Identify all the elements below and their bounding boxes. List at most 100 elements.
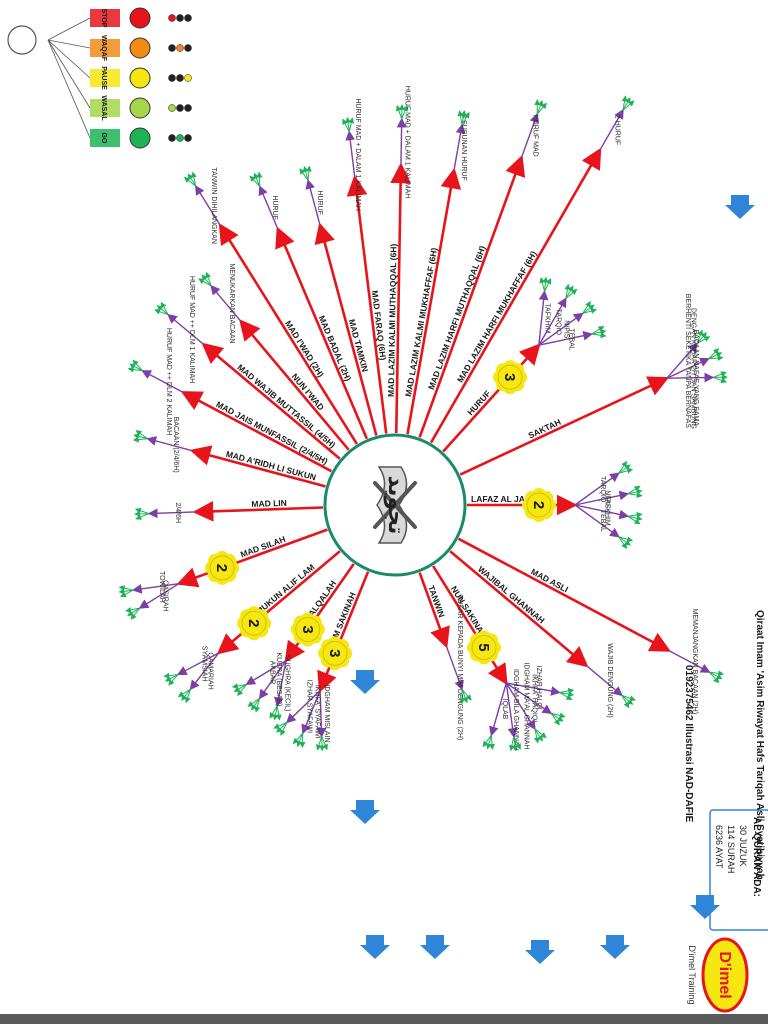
facts-item-0: 30 JUZUK: [738, 825, 748, 867]
leaf-arrow: [713, 372, 726, 377]
sub-label-t1-2[interactable]: BACAAN NAFAS YANG SAMA: [692, 330, 699, 427]
main-arrow-t22: [408, 170, 455, 434]
traffic-lamp-icon: [169, 45, 176, 52]
legend-connector: [48, 40, 90, 48]
sub-label-t11-1[interactable]: TOWILAH: [158, 571, 165, 603]
facts-item-1: 114 SURAH: [726, 825, 736, 873]
leaf-arrow: [158, 306, 169, 315]
bottom-bar: [0, 1014, 768, 1024]
leaf-arrow: [397, 106, 402, 119]
tajwid-hub[interactable]: تجويد: [325, 435, 465, 575]
traffic-lamp-icon: [177, 15, 184, 22]
sub-arrow-t21-0: [401, 119, 402, 165]
sub-arrow-t16-0: [211, 286, 241, 321]
blue-arrow-icon-4: [525, 940, 555, 964]
blue-arrow-icon-7: [350, 670, 380, 694]
blue-arrow-icon-5: [420, 935, 450, 959]
brand-logo: D'imel D'imel Training: [687, 939, 747, 1011]
traffic-light-icon-1: [130, 38, 150, 58]
facts-item-2: 6236 AYAT: [714, 825, 724, 869]
traffic-lamp-icon: [177, 45, 184, 52]
sub-arrow-t20-0: [349, 132, 355, 178]
brand-sub-text: D'imel Training: [687, 945, 697, 1004]
sub-label-t19-0[interactable]: HURUF: [316, 190, 323, 215]
leaf-arrow: [277, 706, 279, 720]
leaf-arrow: [709, 349, 719, 359]
traffic-light-icon-3: [130, 98, 150, 118]
sub-label-t13-0[interactable]: BACAAN (2/4/6H): [172, 417, 179, 473]
sub-label-t24-0[interactable]: 2 HURUF: [614, 115, 621, 145]
header-text: Qiraat Imam 'Asim Riwayat Hafs Tariqah A…: [754, 610, 765, 880]
legend-connector: [48, 40, 90, 78]
traffic-light-icon-4: [130, 128, 150, 148]
sub-label-t23-0[interactable]: HURUF MAD: [531, 115, 538, 157]
sub-label-t2-0[interactable]: TAFKHIM: [544, 303, 551, 333]
badge-t6: 5: [467, 630, 501, 664]
sub-label-t5-0[interactable]: WAJIB DENGUNG (2H): [606, 643, 613, 717]
sub-label-t8-0[interactable]: IDGHAM MISLAIN: [323, 684, 330, 742]
sub-arrow-t1-2: [667, 377, 713, 378]
sub-label-t9-2[interactable]: AKBAR: [268, 661, 275, 685]
topic-label-t19[interactable]: MAD TAMKIN: [347, 318, 371, 373]
leaf-arrow: [277, 722, 287, 732]
brand-logo-text: D'imel: [716, 951, 733, 998]
sub-label-t6-4[interactable]: IQLAB: [501, 699, 508, 720]
leaf-arrow: [713, 377, 726, 382]
badge-number-t2: 3: [501, 373, 518, 381]
leaf-arrow: [537, 101, 542, 114]
traffic-lamp-icon: [185, 105, 192, 112]
topic-label-t12[interactable]: MAD LIN: [251, 498, 287, 509]
sub-label-t18-0[interactable]: HURUF: [271, 195, 278, 220]
legend-label-4: GO: [100, 133, 107, 144]
traffic-lamp-icon: [185, 45, 192, 52]
badge-t3: 2: [522, 488, 556, 522]
leaf-arrow: [202, 275, 211, 286]
traffic-lamp-icon: [169, 15, 176, 22]
traffic-light-icon-0: [130, 8, 150, 28]
sub-label-t6-2[interactable]: IDGHAM MA'AL GHANNAH: [523, 662, 530, 749]
sub-label-t6-1[interactable]: IKHFA' HAQIQI: [531, 674, 538, 722]
traffic-lamp-icon: [177, 75, 184, 82]
badge-t8: 3: [318, 636, 352, 670]
sub-label-t20-0[interactable]: HURUF MAD + DALAM 1 KALIMAH: [354, 98, 361, 211]
sub-label-t14-0[interactable]: HURUF MAD ++ DLM 2 KALIMAH: [165, 328, 172, 435]
sub-arrow-t12-0: [149, 512, 195, 514]
badge-number-t8: 3: [326, 649, 343, 657]
badge-t11: 2: [205, 551, 239, 585]
sub-label-t2-3[interactable]: TEBAL: [567, 329, 574, 351]
leaf-arrow: [308, 167, 309, 181]
sub-label-t17-0[interactable]: TANWIN DIHILANGKAN: [210, 167, 217, 244]
main-arrow-t24: [431, 150, 600, 443]
sub-label-t10-1[interactable]: SYAMSIAH: [201, 646, 208, 682]
main-arrow-t1: [460, 378, 667, 474]
sub-label-t12-0[interactable]: 2/4/6H: [174, 502, 181, 523]
sub-label-t16-0[interactable]: MENUKARKAN BACAAN: [228, 263, 235, 343]
traffic-light-icon-2: [130, 68, 150, 88]
sub-label-t15-0[interactable]: HURUF MAD ++ DLM 1 KALIMAH: [188, 276, 195, 383]
legend-label-1: WAQAF: [100, 35, 107, 62]
legend-label-2: PAUSE: [100, 66, 107, 90]
leaf-arrow: [559, 690, 573, 692]
legend-connector: [48, 40, 90, 108]
topic-label-t10[interactable]: MUKUN ALIF LAM: [254, 562, 317, 617]
traffic-lamp-icon: [169, 105, 176, 112]
sub-label-t22-0[interactable]: 3 SUSUNAN HURUF: [460, 114, 467, 181]
sub-label-t7-0[interactable]: TUKAR KEPADA BUNYI MIM DENGUNG (2H): [456, 595, 463, 740]
traffic-lamp-icon: [177, 135, 184, 142]
leaf-arrow: [622, 695, 633, 704]
topic-label-t24[interactable]: MAD LAZIM HARFI MUKHAFFAF (6H): [455, 249, 539, 384]
traffic-lamp-icon: [185, 15, 192, 22]
sub-label-t8-2[interactable]: IZHAR SYAFAWI: [306, 680, 313, 733]
sub-label-t21-0[interactable]: HURUF MAD + DALAM 1 KALIMAH: [403, 86, 410, 199]
leaf-arrow: [491, 735, 492, 749]
traffic-lamp-icon: [177, 105, 184, 112]
badge-number-t3: 2: [530, 501, 547, 509]
traffic-lamp-icon: [185, 75, 192, 82]
leaf-arrow: [136, 509, 149, 513]
sub-label-t3-3[interactable]: TEBAL: [599, 510, 606, 532]
leaf-arrow: [537, 103, 546, 114]
